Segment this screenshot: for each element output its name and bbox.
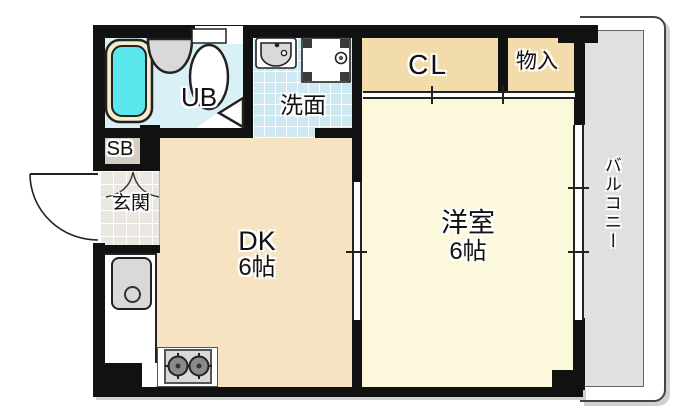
wall-bottomright-chunk — [552, 370, 583, 397]
wall-sb-right-chunk — [140, 125, 160, 171]
room-closet — [362, 38, 498, 92]
room-dk — [155, 138, 353, 387]
label-ub: UB — [180, 82, 218, 112]
label-storage: 物入 — [516, 50, 558, 73]
room-shoe-box — [103, 137, 140, 164]
bottomleft-notch — [142, 363, 157, 385]
label-dk-size: 6帖 — [238, 254, 276, 281]
wall-closet-divider — [498, 38, 508, 92]
room-storage — [508, 38, 575, 92]
wall-ub-bottom — [93, 128, 253, 138]
label-dk: DK — [238, 226, 276, 256]
room-western — [362, 98, 574, 387]
wall-entrance-bottom — [93, 245, 160, 253]
label-balcony: バルコニー — [601, 156, 621, 251]
room-washroom — [253, 38, 353, 138]
kitchen-sink-drain — [124, 286, 141, 303]
stove — [164, 349, 212, 384]
label-entrance: 玄関 — [111, 193, 150, 214]
balcony-window — [573, 125, 584, 320]
room-unit-bath — [105, 38, 243, 128]
wall-bottom — [93, 387, 583, 397]
wall-center-lower — [352, 320, 362, 397]
wall-storage-right — [574, 43, 585, 125]
entrance-door-arc — [29, 173, 99, 241]
label-shoe-box: SB — [106, 138, 134, 160]
label-western-size: 6帖 — [449, 238, 487, 265]
wall-washroom-bottom — [315, 128, 362, 138]
closet-sliding-door — [363, 91, 575, 99]
wall-topright-chunk — [558, 25, 598, 43]
balcony-window-tick-2 — [568, 251, 589, 253]
dk-door-tick — [346, 251, 367, 253]
wall-bottomleft-chunk — [93, 363, 142, 397]
wall-center-upper — [352, 30, 362, 182]
wall-sb-bottom — [97, 164, 140, 171]
wall-top — [93, 25, 598, 38]
label-washroom: 洗面 — [280, 92, 326, 118]
wall-left-lower — [93, 243, 105, 397]
closet-door-tick-1 — [431, 86, 433, 104]
wall-ub-right — [243, 38, 253, 138]
balcony-window-tick-1 — [568, 187, 589, 189]
label-closet: CL — [408, 49, 448, 80]
label-western: 洋室 — [441, 208, 495, 238]
balcony-deck — [583, 30, 644, 387]
closet-door-tick-2 — [502, 86, 504, 104]
